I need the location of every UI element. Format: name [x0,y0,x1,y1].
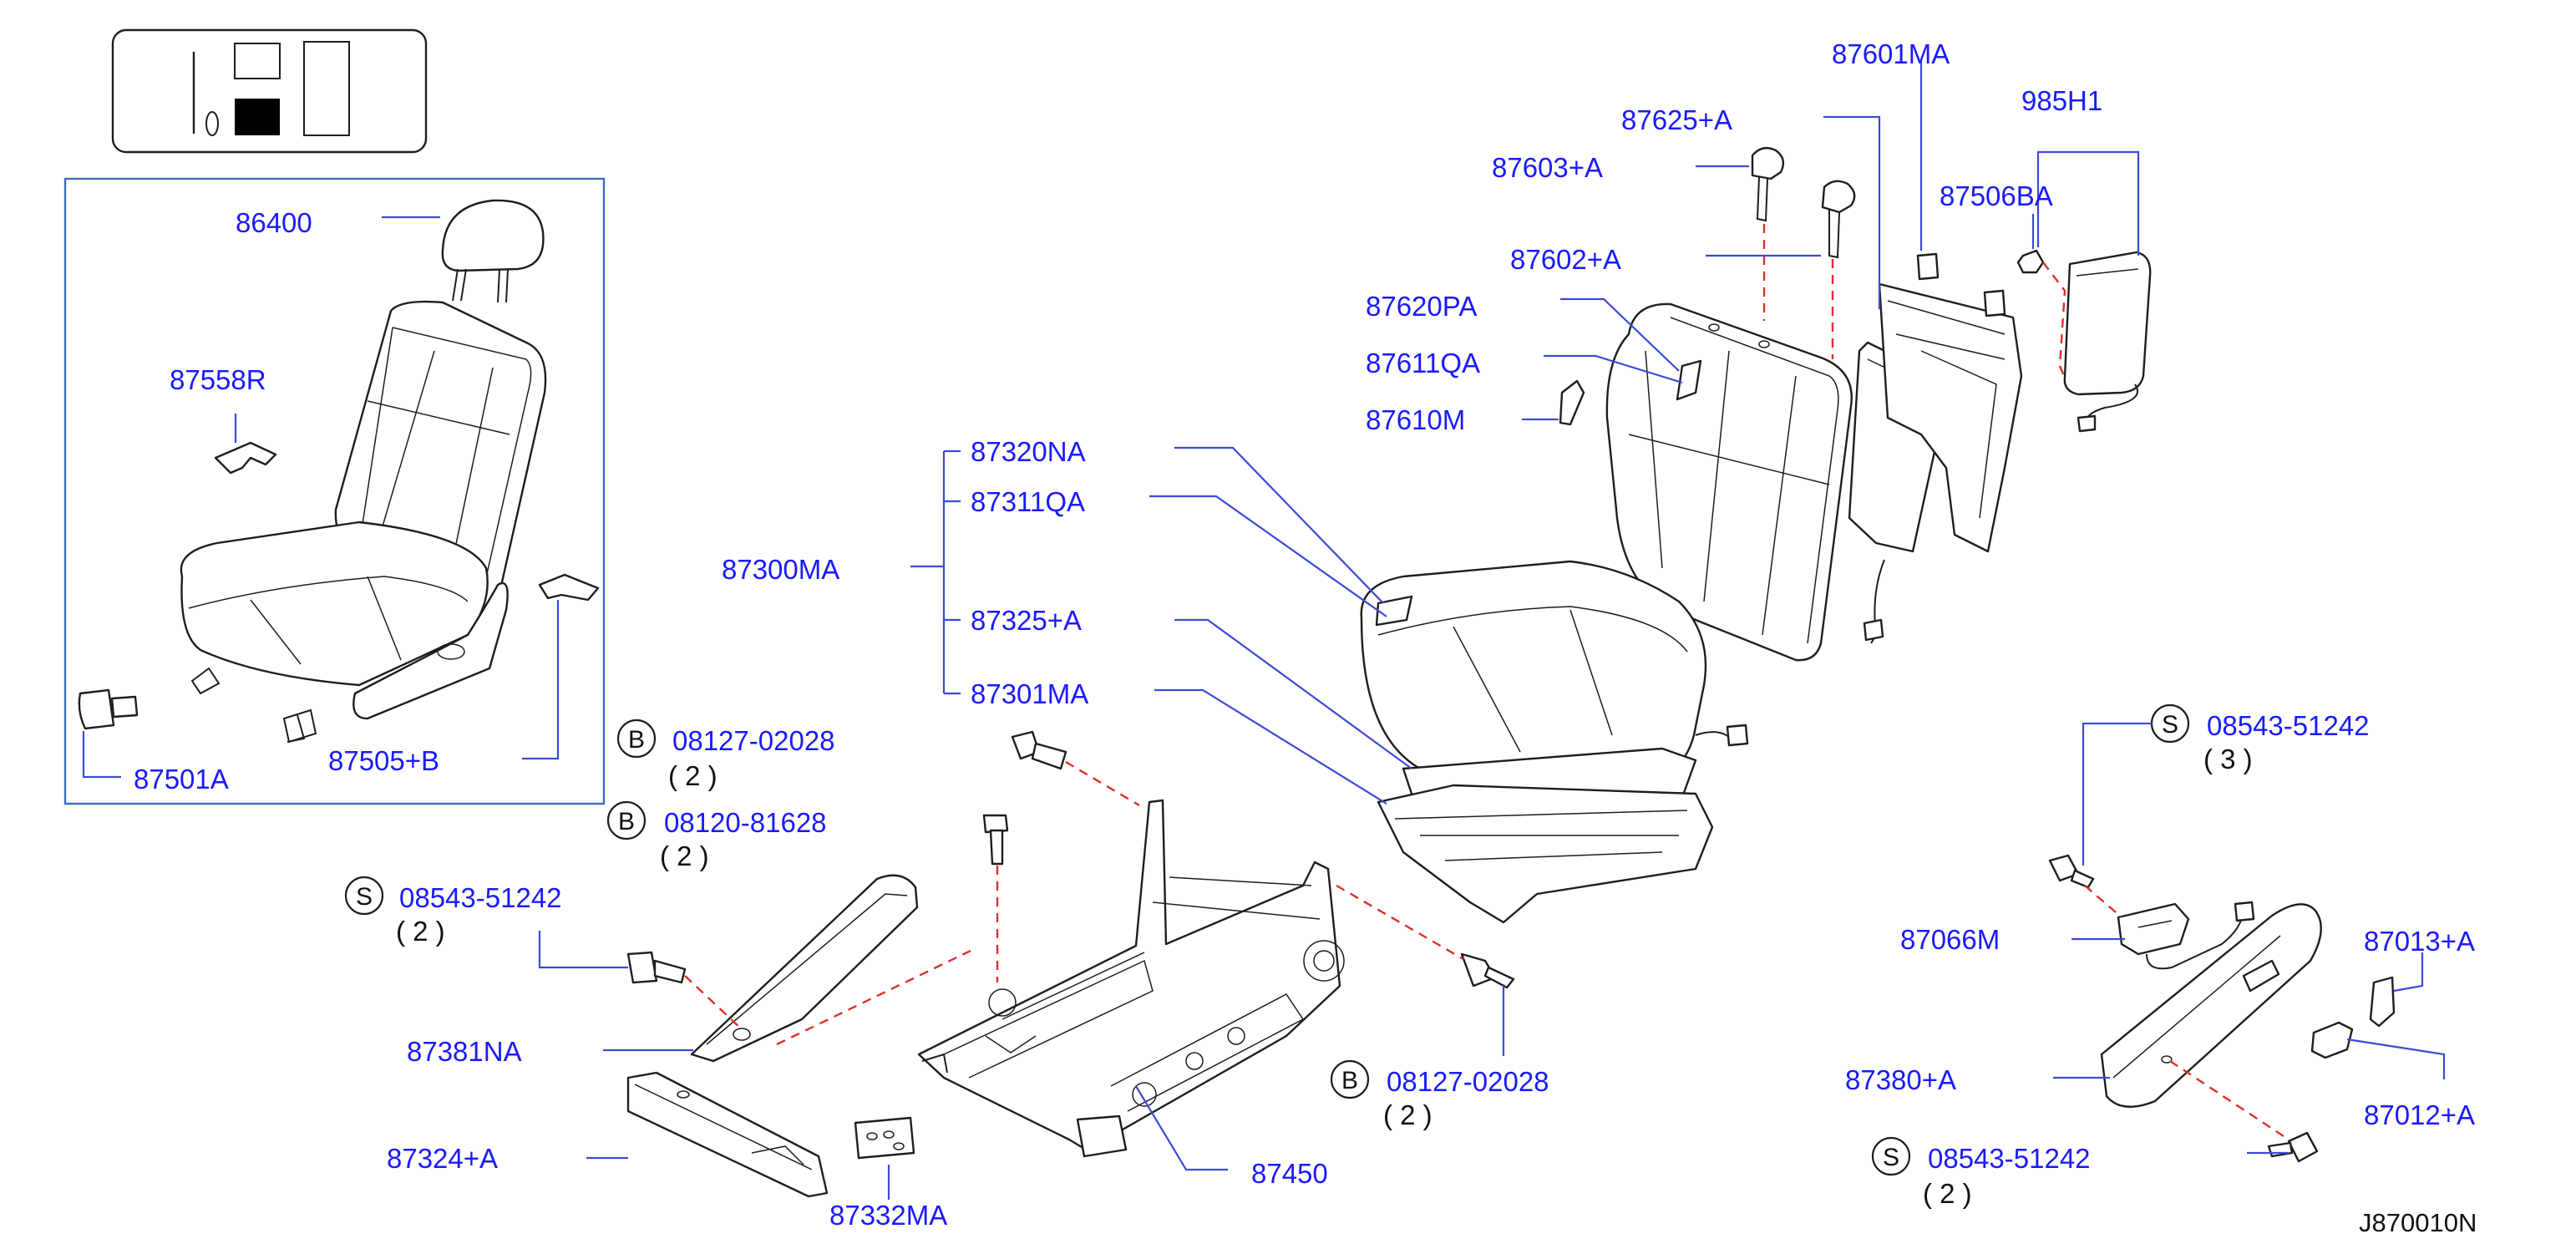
label-87603A[interactable]: 87603+A [1492,152,1603,183]
label-87325A[interactable]: 87325+A [971,605,1082,636]
side-parts-illustration [2048,854,2396,1163]
part-number: 08543-51242 [2207,710,2370,741]
part-number: 08127-02028 [1387,1066,1549,1097]
label-87506BA[interactable]: 87506BA [1940,180,2053,211]
inset-frame [63,177,606,805]
label-87620PA[interactable]: 87620PA [1366,291,1477,322]
label-87324A[interactable]: 87324+A [387,1143,498,1174]
quantity: ( 2 ) [396,916,445,947]
quantity: ( 2 ) [668,760,718,791]
quantity: ( 2 ) [660,840,709,871]
label-86400[interactable]: 86400 [236,207,312,238]
callout-screw-left[interactable]: S 08543-51242 ( 2 ) [344,876,562,947]
locator-thumbnail [111,28,428,154]
switch-cover [854,1116,915,1160]
adjuster-illustration [917,799,1345,1158]
callout-prefix: B [628,726,645,754]
label-87450[interactable]: 87450 [1251,1158,1328,1189]
part-number: 08543-51242 [1928,1143,2091,1174]
label-87301MA[interactable]: 87301MA [971,678,1088,709]
side-leaders [2053,722,2446,1155]
cushion-illustration [1360,560,1749,924]
callout-prefix: B [618,808,635,835]
callout-bolt-right[interactable]: B 08127-02028 ( 2 ) [1330,1059,1549,1130]
adjuster-leaders [538,760,1505,1200]
quantity: ( 2 ) [1383,1099,1433,1130]
callout-prefix: B [1341,1067,1358,1094]
finisher-rail [626,1071,829,1198]
label-87320NA[interactable]: 87320NA [971,436,1086,467]
cushion-leaders [910,446,1412,805]
seatback-leaders [1522,60,2140,421]
label-87381NA[interactable]: 87381NA [407,1036,522,1067]
callout-bolt-top[interactable]: B 08127-02028 ( 2 ) [616,718,835,791]
label-985H1[interactable]: 985H1 [2021,85,2102,116]
seatback-illustration [1559,146,2152,662]
label-87501A[interactable]: 87501A [134,764,229,795]
part-number: 08543-51242 [399,882,562,913]
label-87380A[interactable]: 87380+A [1845,1064,1956,1095]
label-87610M[interactable]: 87610M [1366,404,1465,435]
label-87066M[interactable]: 87066M [1900,924,2000,955]
label-87332MA[interactable]: 87332MA [829,1200,947,1231]
label-87012A[interactable]: 87012+A [2364,1099,2475,1130]
callout-bolt-mid[interactable]: B 08120-81628 ( 2 ) [606,800,827,871]
label-87505B[interactable]: 87505+B [328,745,439,776]
callout-screw-bottom[interactable]: S 08543-51242 ( 2 ) [1871,1136,2091,1209]
label-87601MA[interactable]: 87601MA [1832,38,1950,69]
callout-prefix: S [356,883,373,911]
label-87311QA[interactable]: 87311QA [971,486,1085,517]
label-87625A[interactable]: 87625+A [1621,104,1732,135]
label-87300MA[interactable]: 87300MA [722,554,839,585]
label-87602A[interactable]: 87602+A [1510,244,1621,275]
part-number: 08120-81628 [664,807,827,838]
inset-seat-illustration [78,199,600,744]
callout-screw-switch[interactable]: S 08543-51242 ( 3 ) [2150,703,2370,774]
callout-prefix: S [1883,1144,1899,1171]
finisher-inner [690,874,919,1063]
label-87611QA[interactable]: 87611QA [1366,348,1480,378]
label-87013A[interactable]: 87013+A [2364,926,2475,957]
bolts [626,730,1515,989]
part-number: 08127-02028 [672,725,835,756]
drawing-code: J870010N [2359,1208,2477,1237]
quantity: ( 2 ) [1923,1178,1972,1209]
label-87558R[interactable]: 87558R [170,364,266,395]
inset-leaders [82,216,560,779]
quantity: ( 3 ) [2203,744,2253,774]
callout-prefix: S [2162,711,2178,739]
